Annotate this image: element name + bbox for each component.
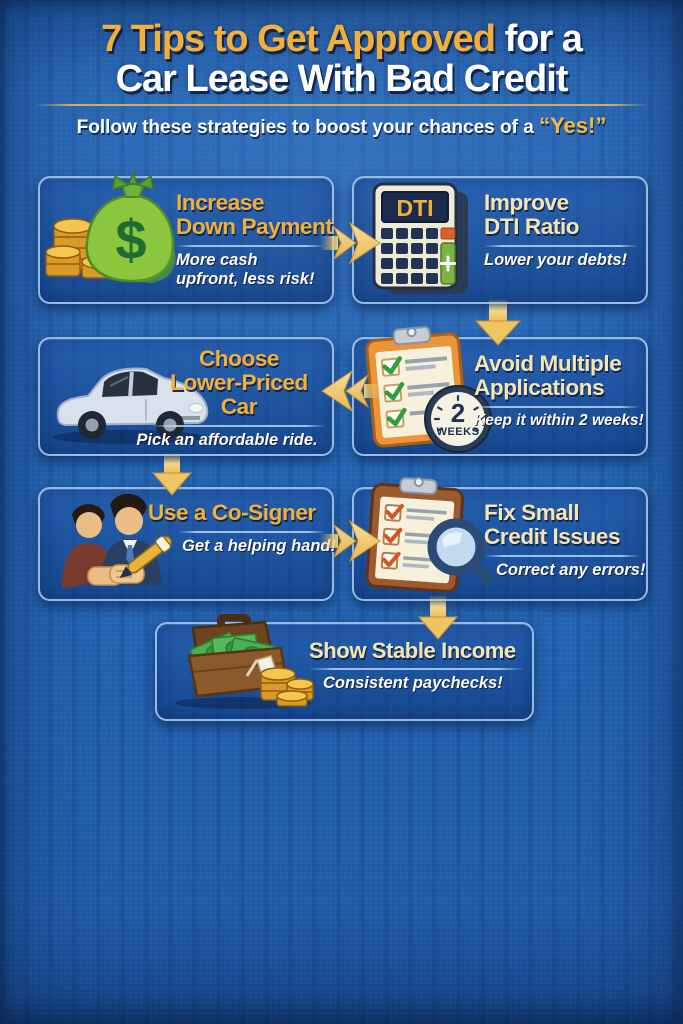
flow-arrow-left-icon bbox=[321, 369, 382, 413]
card-divider bbox=[474, 405, 640, 408]
subtitle-accent: “Yes!” bbox=[539, 113, 607, 138]
svg-text:$: $ bbox=[115, 208, 146, 271]
badge-unit: WEEKS bbox=[437, 426, 480, 438]
card-use-a-co-signer: Use a Co-Signer Get a helping hand! bbox=[38, 487, 337, 601]
card-increase-down-payment: $ Increase Down Payment More cash upfron… bbox=[38, 169, 334, 304]
car-icon bbox=[46, 355, 210, 447]
card-subtext: Consistent paychecks! bbox=[323, 674, 503, 693]
card-improve-dti-ratio: DTI Improve DTI Ratio Lower your debts! bbox=[352, 176, 648, 304]
card-divider bbox=[178, 530, 326, 533]
title-suffix: for a bbox=[504, 18, 583, 60]
card-choose-lower-priced-car: Choose Lower-Priced Car Pick an affordab… bbox=[38, 337, 334, 456]
card-show-stable-income: Show Stable Income Consistent paychecks! bbox=[155, 614, 534, 721]
money-bag-icon: $ bbox=[42, 164, 180, 292]
subtitle: Follow these strategies to boost your ch… bbox=[76, 113, 607, 138]
card-title: Show Stable Income bbox=[309, 638, 516, 663]
card-divider bbox=[152, 424, 326, 427]
card-divider bbox=[176, 244, 324, 247]
card-subtext: Pick an affordable ride. bbox=[136, 430, 318, 449]
card-divider bbox=[484, 554, 640, 557]
header-divider bbox=[34, 104, 649, 106]
card-subtext: More cash upfront, less risk! bbox=[176, 250, 315, 289]
credit-check-magnifier-icon bbox=[356, 475, 496, 597]
card-subtext: Get a helping hand! bbox=[182, 536, 337, 555]
income-briefcase-icon bbox=[165, 610, 315, 712]
card-title: Choose Lower-Priced Car bbox=[170, 346, 308, 419]
flow-arrow-right-icon bbox=[320, 519, 381, 563]
card-divider bbox=[484, 244, 638, 247]
page-title-line2: Car Lease With Bad Credit bbox=[115, 58, 569, 100]
card-title: Use a Co-Signer bbox=[148, 500, 316, 525]
dti-calculator-icon: DTI bbox=[368, 180, 472, 298]
two-weeks-badge: 2 WEEKS bbox=[424, 385, 492, 453]
flow-arrow-down-icon bbox=[417, 595, 459, 640]
checklist-clock-icon: 2 WEEKS bbox=[356, 323, 496, 453]
card-title: Avoid Multiple Applications bbox=[474, 351, 622, 400]
card-subtext: Keep it within 2 weeks! bbox=[474, 411, 644, 429]
flow-arrow-down-icon bbox=[474, 299, 522, 346]
card-subtext: Correct any errors! bbox=[496, 560, 646, 579]
card-title: Improve DTI Ratio bbox=[484, 190, 580, 239]
magnifier bbox=[427, 518, 494, 585]
flow-arrow-right-icon bbox=[320, 221, 381, 265]
flow-arrow-down-icon bbox=[151, 453, 193, 496]
badge-number: 2 bbox=[451, 398, 465, 428]
card-avoid-multiple-applications: 2 WEEKS Avoid Multiple Applications Keep… bbox=[352, 326, 648, 456]
calculator-display: DTI bbox=[396, 195, 433, 221]
card-divider bbox=[309, 668, 524, 671]
card-fix-small-credit-issues: Fix Small Credit Issues Correct any erro… bbox=[352, 477, 648, 601]
card-title: Increase Down Payment bbox=[176, 190, 333, 239]
card-subtext: Lower your debts! bbox=[484, 250, 628, 269]
title-accent: 7 Tips to Get Approved bbox=[101, 18, 496, 60]
page-title-line1: 7 Tips to Get Approved for a bbox=[0, 20, 683, 58]
cosigner-handshake-icon bbox=[44, 493, 190, 597]
card-title: Fix Small Credit Issues bbox=[484, 500, 621, 549]
